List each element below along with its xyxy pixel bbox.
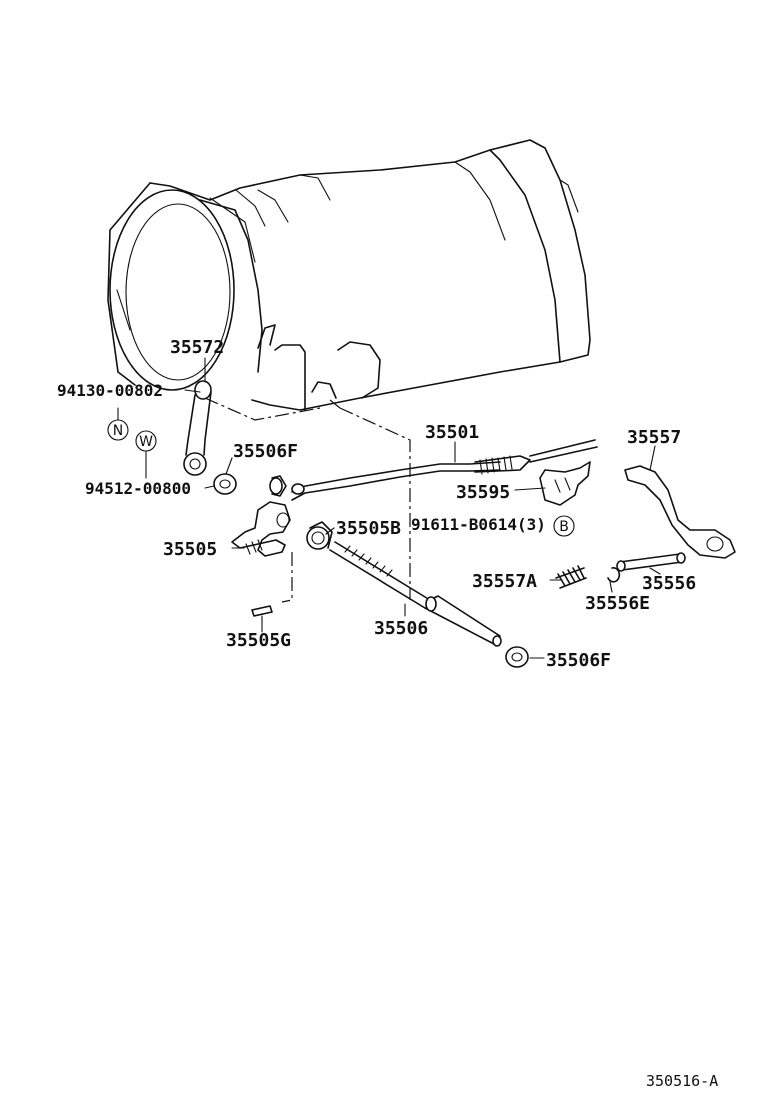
label-94512-00800: 94512-00800: [85, 479, 191, 498]
seal-35506f-bottom: [505, 646, 529, 668]
label-35505g: 35505G: [226, 630, 291, 651]
label-35506f-top: 35506F: [233, 441, 298, 462]
transmission-housing: [107, 139, 591, 411]
label-35506f-bottom: 35506F: [546, 650, 611, 671]
label-35505b: 35505B: [336, 518, 401, 539]
label-94130-00802: 94130-00802: [57, 381, 163, 400]
bracket-35595: [539, 461, 591, 506]
pin-35556: [616, 552, 686, 572]
shaft-35506: [329, 541, 502, 647]
symbol-b-circle: B: [553, 515, 575, 537]
label-91611-b0614: 91611-B0614(3): [411, 515, 546, 534]
clip-35556e: [607, 567, 621, 583]
symbol-b-text: B: [559, 519, 569, 535]
label-35557a: 35557A: [472, 571, 537, 592]
symbol-n-circle: N: [107, 419, 129, 441]
label-35556: 35556: [642, 573, 696, 594]
label-35501: 35501: [425, 422, 479, 443]
label-35505: 35505: [163, 539, 217, 560]
reference-code: 350516-A: [646, 1072, 718, 1090]
pin-35505g: [251, 605, 273, 617]
label-35595: 35595: [456, 482, 510, 503]
seal-35506f-top: [213, 473, 237, 495]
symbol-w-text: W: [139, 434, 153, 450]
bushing-35505b: [306, 521, 333, 550]
cable-35501: [291, 439, 598, 501]
label-35556e: 35556E: [585, 593, 650, 614]
symbol-n-text: N: [113, 423, 123, 439]
centerlines: [204, 397, 411, 603]
lever-35557: [624, 465, 736, 559]
lever-35572: [183, 380, 212, 476]
label-35506: 35506: [374, 618, 428, 639]
leader-lines: [117, 357, 661, 659]
label-35572: 35572: [170, 337, 224, 358]
label-35557: 35557: [627, 427, 681, 448]
lever-35505: [231, 475, 291, 557]
spring-35557a: [555, 565, 587, 589]
symbol-w-circle: W: [135, 430, 157, 452]
